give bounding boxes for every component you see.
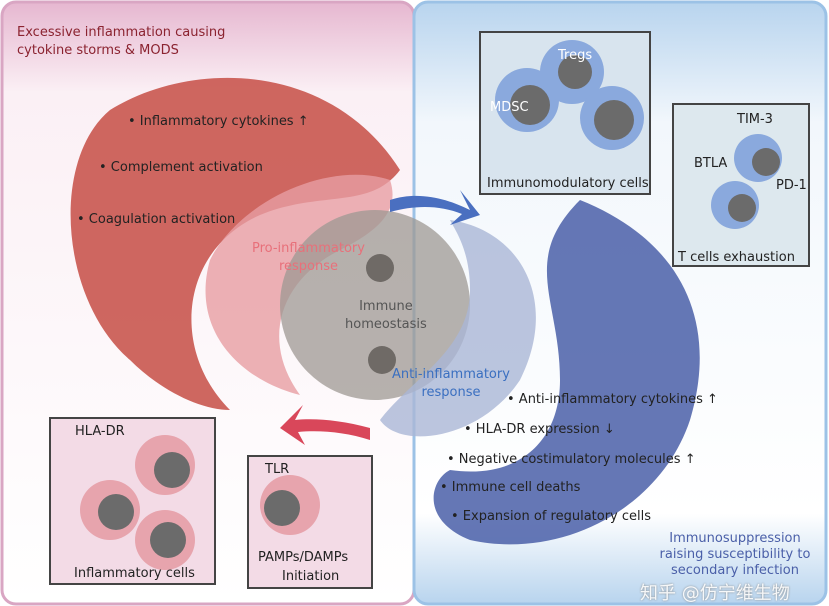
pro-item: • Coagulation activation [77,212,236,227]
yin-yang-dot [366,254,394,282]
inflammatory-caption: Inflammatory cells [74,566,195,581]
tregs-label: Tregs [558,48,593,63]
anti-label: Anti-inflammatory response [392,366,510,402]
anti-item: • Negative costimulatory molecules ↑ [447,452,696,467]
cell-nucleus [150,522,186,558]
homeostasis-yin-yang [280,210,470,400]
label-line: response [278,259,338,274]
cell-nucleus [558,55,592,89]
pd1-label: PD-1 [776,178,807,193]
title-line: secondary infection [671,563,799,578]
anti-item: • Immune cell deaths [440,480,581,495]
cell-nucleus [728,194,756,222]
exhaustion-caption: T cells exhaustion [678,250,795,265]
pro-label: Pro-inflammatory response [252,240,365,276]
center-label: Immune homeostasis [345,298,427,334]
label-line: homeostasis [345,317,427,332]
tim3-label: TIM-3 [737,112,773,127]
cell-nucleus [154,452,190,488]
anti-inflammatory-inner [380,220,536,437]
yin-yang-dot [368,346,396,374]
title-line: raising susceptibility to [659,547,811,562]
hladr-label: HLA-DR [75,424,125,439]
tlr-label: TLR [265,462,290,477]
anti-item: • Anti-inflammatory cytokines ↑ [507,392,718,407]
title-line: Excessive inflammation causing [17,25,226,40]
pro-item: • Inflammatory cytokines ↑ [128,114,309,129]
cell-nucleus [510,85,550,125]
title-line: cytokine storms & MODS [17,43,179,58]
initiation-caption: Initiation [282,569,340,584]
pro-item: • Complement activation [99,160,263,175]
btla-label: BTLA [694,156,728,171]
arrow-to-anti [390,190,480,225]
watermark: 知乎 @仿宁维生物 [640,583,790,604]
label-line: Pro-inflammatory [252,241,365,256]
pro-inflammatory-wave [70,77,400,410]
label-line: response [421,385,481,400]
mdsc-label: MDSC [490,100,529,115]
immunomodulatory-caption: Immunomodulatory cells [487,176,649,191]
cell-nucleus [264,490,300,526]
arrow-to-pro [280,405,370,445]
pamps-label: PAMPs/DAMPs [258,550,349,565]
cell-nucleus [594,100,634,140]
left-panel-title: Excessive inflammation causing cytokine s… [17,24,225,60]
cell-nucleus [98,494,134,530]
anti-inflammatory-wave [433,200,700,545]
title-line: Immunosuppression [669,531,801,546]
anti-item: • Expansion of regulatory cells [451,509,652,524]
label-line: Anti-inflammatory [392,367,510,382]
anti-item: • HLA-DR expression ↓ [464,422,615,437]
label-line: Immune [359,299,413,314]
cell-nucleus [752,148,780,176]
